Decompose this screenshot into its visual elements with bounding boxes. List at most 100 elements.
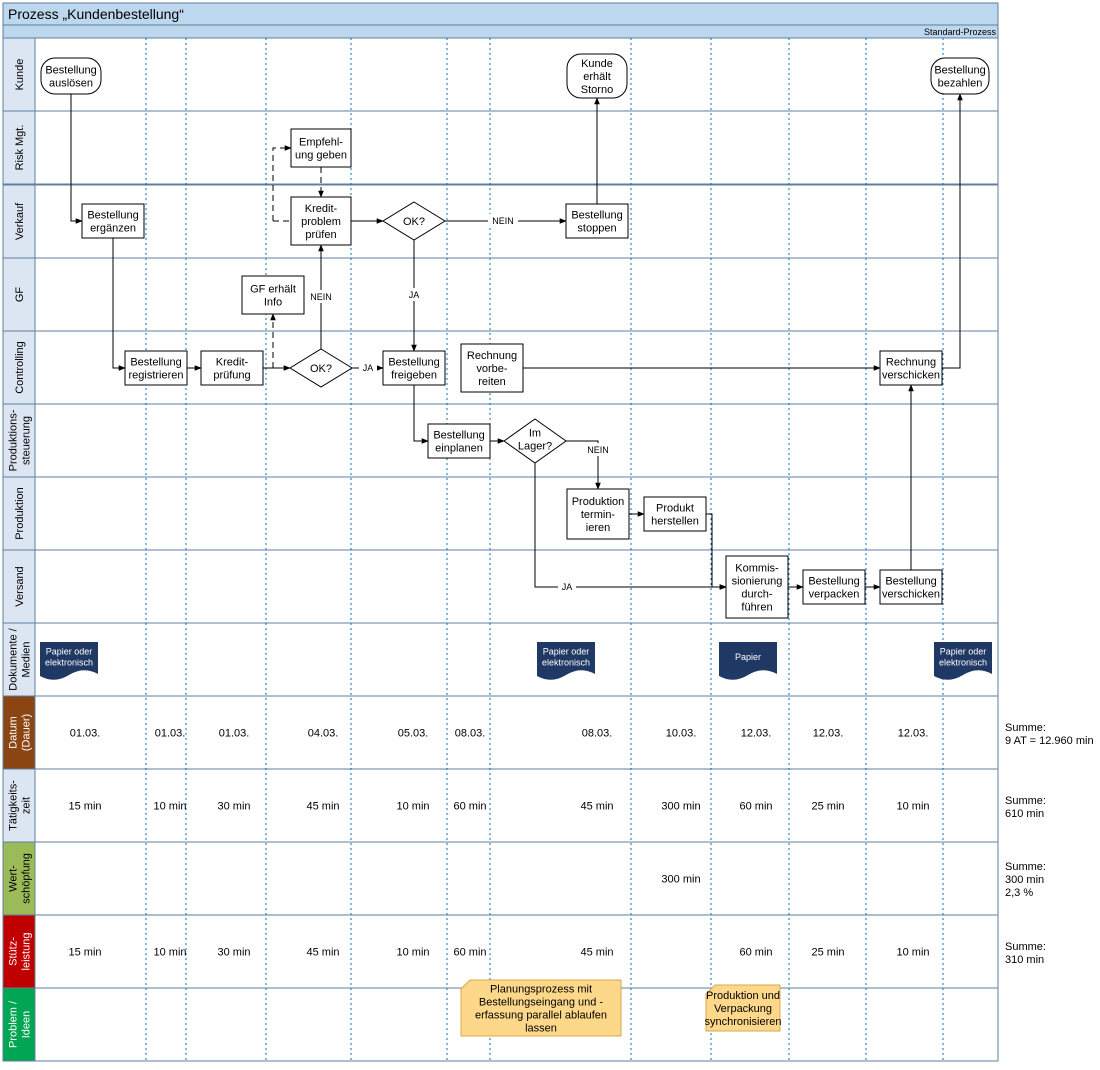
edge-label-ja: JA xyxy=(409,290,420,300)
metric-value: 300 min xyxy=(661,874,700,886)
metric-value: 05.03. xyxy=(398,728,429,740)
lane-label-text: Dokumente /Medien xyxy=(7,627,32,690)
node-kunde-erhaelt-storno xyxy=(566,53,628,99)
edge-freigeben-einplanen xyxy=(413,385,429,444)
edge-label-nein-bg xyxy=(488,214,518,227)
metric-summary: Summe:9 AT = 12.960 min xyxy=(1005,722,1094,748)
metric-value: 25 min xyxy=(811,947,844,959)
lane-label: GF xyxy=(14,287,26,303)
metric-row-label-text: Problem /Ideen xyxy=(7,1000,32,1048)
edge-dash-to-empfehlung xyxy=(272,145,292,221)
node-bestellung-ergaenzen xyxy=(81,203,145,239)
metric-value: 12.03. xyxy=(813,728,844,740)
metric-summary-line: 9 AT = 12.960 min xyxy=(1005,734,1094,747)
metric-value: 04.03. xyxy=(308,728,339,740)
metric-value: 60 min xyxy=(739,947,772,959)
metric-summary-line: Summe: xyxy=(1005,721,1046,734)
node-ok-verkauf-label: OK? xyxy=(403,216,425,228)
metric-row-body xyxy=(34,768,999,843)
metric-value: 01.03. xyxy=(155,728,186,740)
lane-label-text: Versand xyxy=(14,566,26,606)
metric-value: 10 min xyxy=(153,801,186,813)
lane-header xyxy=(2,110,36,185)
metric-row-label-text: Tätigkeits-zeit xyxy=(7,780,32,831)
metric-summary-line: 300 min xyxy=(1005,874,1045,886)
metric-value: 08.03. xyxy=(455,728,486,740)
metric-value: 12.03. xyxy=(741,728,772,740)
node-kreditpruefung xyxy=(200,350,264,386)
node-bestellung-einplanen xyxy=(427,423,491,459)
metric-summary: Summe:310 min xyxy=(1005,941,1046,967)
node-bestellung-verschicken xyxy=(879,569,943,605)
node-gf-erhaelt-info xyxy=(241,275,305,315)
edge-label-nein-bg xyxy=(583,443,613,456)
node-bestellung-freigeben xyxy=(382,350,446,386)
edge-label-nein: NEIN xyxy=(587,445,609,455)
metric-row-label-text: Stütz-leistung xyxy=(7,933,32,971)
edge-label-nein: NEIN xyxy=(310,292,332,302)
node-produkt-herstellen xyxy=(643,496,707,532)
lane-label-text: Verkauf xyxy=(14,202,26,240)
metric-value: 01.03. xyxy=(219,728,250,740)
edge-label-ja: JA xyxy=(562,582,573,592)
node-rechnung-vorbereiten xyxy=(460,343,524,393)
lane-label-text: Kunde xyxy=(14,59,26,91)
metric-value: 45 min xyxy=(306,947,339,959)
metric-value: 30 min xyxy=(217,947,250,959)
edge-ausloesen-ergaenzen xyxy=(70,94,83,224)
lane-body xyxy=(34,257,999,332)
node-kreditproblem-pruefen xyxy=(290,196,352,246)
lane-label-text: Risk Mgt. xyxy=(14,125,26,171)
metric-value: 01.03. xyxy=(70,728,101,740)
metric-summary-line: 2,3 % xyxy=(1005,887,1034,899)
document-label: Papier xyxy=(735,652,761,662)
metric-row-body xyxy=(34,695,999,770)
edge-lager-ja-kommissionierung xyxy=(534,463,727,590)
node-bestellung-bezahlen xyxy=(930,57,990,95)
lane-header xyxy=(2,37,36,112)
metric-value: 45 min xyxy=(580,801,613,813)
metric-value: 45 min xyxy=(306,801,339,813)
metric-summary-line: 610 min xyxy=(1005,807,1045,820)
metric-row-label-text: Wert-schöpfung xyxy=(7,853,32,904)
edge-rechnung-bezahlen xyxy=(942,93,963,369)
node-empfehlung-geben xyxy=(290,128,352,168)
lane-label: Kunde xyxy=(14,59,26,91)
document-icon xyxy=(40,642,98,680)
page-title: Prozess „Kundenbestellung“ xyxy=(8,6,184,22)
lane-body xyxy=(34,622,999,697)
lane-label-text: Controlling xyxy=(14,341,26,394)
metric-value: 10 min xyxy=(396,947,429,959)
metric-row-body xyxy=(34,914,999,989)
node-bestellung-ausloesen xyxy=(40,57,102,95)
metric-row-label: Wert-schöpfung xyxy=(7,853,32,904)
metric-row-header xyxy=(2,914,36,989)
metric-summary-line: Summe: xyxy=(1005,940,1046,953)
lane-label: Produktions-steuerung xyxy=(7,409,32,471)
document-icon xyxy=(934,642,992,680)
metric-row-label: Problem /Ideen xyxy=(7,1000,32,1048)
metric-row-label: Datum(Dauer) xyxy=(7,714,32,751)
metric-value: 08.03. xyxy=(582,728,613,740)
metric-value: 12.03. xyxy=(898,728,929,740)
node-im-lager xyxy=(503,418,567,464)
